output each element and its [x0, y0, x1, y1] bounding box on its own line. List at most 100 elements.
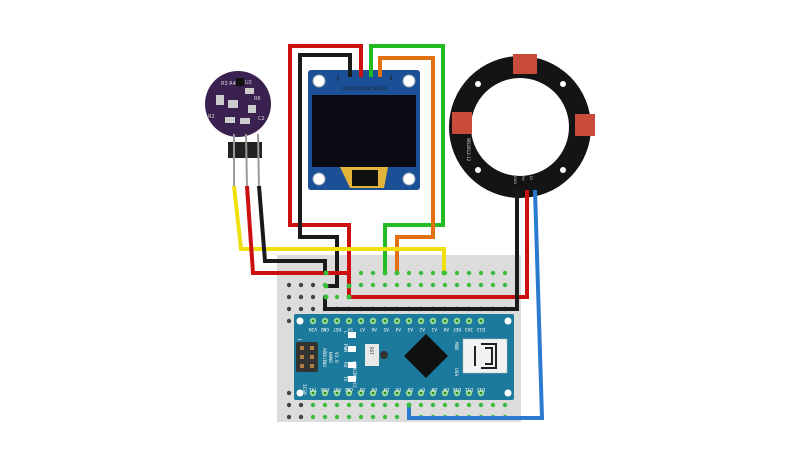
wire-ring-data[interactable]: [407, 189, 545, 420]
oled-display[interactable]: 1 4 GND VDD SCK SDA: [308, 70, 420, 190]
breadboard-hole[interactable]: [310, 282, 316, 288]
breadboard-hole[interactable]: [298, 294, 304, 300]
breadboard-hole[interactable]: [466, 282, 472, 288]
breadboard-hole[interactable]: [346, 402, 352, 408]
breadboard-hole[interactable]: [406, 270, 412, 276]
breadboard-hole[interactable]: [298, 402, 304, 408]
pin-hole: [347, 391, 351, 395]
pin-hole: [347, 319, 351, 323]
breadboard-hole[interactable]: [454, 402, 460, 408]
breadboard-hole[interactable]: [478, 282, 484, 288]
board-site-label: ARDUINO.CC: [351, 361, 357, 388]
breadboard-hole[interactable]: [394, 282, 400, 288]
breadboard-hole[interactable]: [310, 294, 316, 300]
wire-sensor-gnd[interactable]: [257, 185, 327, 273]
wire-sensor-vcc[interactable]: [245, 185, 349, 275]
breadboard-hole[interactable]: [286, 318, 292, 324]
nano-pin-label: RST: [333, 386, 341, 392]
pulse-sensor[interactable]: R3 R4 U2 R6 C2 R2: [205, 71, 271, 189]
breadboard-hole[interactable]: [454, 270, 460, 276]
breadboard-hole[interactable]: [382, 414, 388, 420]
breadboard-hole[interactable]: [310, 402, 316, 408]
breadboard-hole[interactable]: [418, 282, 424, 288]
breadboard-hole[interactable]: [430, 270, 436, 276]
breadboard-hole[interactable]: [430, 282, 436, 288]
breadboard-hole[interactable]: [490, 402, 496, 408]
breadboard-hole[interactable]: [334, 402, 340, 408]
breadboard-hole[interactable]: [370, 270, 376, 276]
sensor-label-r6: R6: [254, 96, 261, 102]
breadboard-hole[interactable]: [418, 402, 424, 408]
breadboard-hole[interactable]: [478, 270, 484, 276]
breadboard-hole[interactable]: [490, 270, 496, 276]
breadboard-hole[interactable]: [286, 282, 292, 288]
breadboard-hole[interactable]: [502, 402, 508, 408]
breadboard-hole[interactable]: [346, 414, 352, 420]
wire-oled-sda[interactable]: [378, 56, 435, 273]
breadboard-hole[interactable]: [286, 402, 292, 408]
breadboard-hole[interactable]: [358, 402, 364, 408]
breadboard-hole[interactable]: [502, 270, 508, 276]
breadboard-hole[interactable]: [454, 282, 460, 288]
breadboard-hole[interactable]: [406, 282, 412, 288]
oled-screen: [312, 95, 416, 167]
breadboard-hole[interactable]: [322, 414, 328, 420]
breadboard-hole[interactable]: [370, 402, 376, 408]
nano-pin-label: 3V3: [465, 326, 473, 332]
breadboard-hole[interactable]: [358, 282, 364, 288]
breadboard-hole[interactable]: [358, 270, 364, 276]
pin-hole: [431, 391, 435, 395]
breadboard-hole[interactable]: [298, 306, 304, 312]
breadboard-hole[interactable]: [442, 282, 448, 288]
breadboard-hole[interactable]: [334, 294, 340, 300]
breadboard-hole[interactable]: [382, 282, 388, 288]
nano-pin-label: GND: [321, 326, 329, 332]
nano-pin-label: REF: [453, 326, 461, 332]
breadboard-hole[interactable]: [442, 402, 448, 408]
breadboard-hole[interactable]: [490, 282, 496, 288]
breadboard-hole[interactable]: [466, 270, 472, 276]
breadboard-hole[interactable]: [310, 306, 316, 312]
breadboard-hole[interactable]: [286, 414, 292, 420]
breadboard-hole[interactable]: [370, 282, 376, 288]
breadboard-hole[interactable]: [286, 306, 292, 312]
wire-endpoint: [346, 294, 352, 300]
wire-sensor-signal[interactable]: [232, 185, 446, 273]
reset-button[interactable]: RST: [365, 344, 388, 366]
neopixel-ring[interactable]: WS2812-12 GND 5V DI: [449, 54, 595, 198]
pin-hole: [371, 319, 375, 323]
pin-hole: [323, 319, 327, 323]
microcontroller-chip: [404, 334, 448, 378]
breadboard-hole[interactable]: [502, 282, 508, 288]
wire-oled-sck[interactable]: [369, 44, 445, 273]
breadboard-hole[interactable]: [358, 414, 364, 420]
nano-pin-label: A5: [383, 326, 389, 332]
wire-ring-gnd[interactable]: [323, 190, 519, 311]
breadboard-hole[interactable]: [334, 414, 340, 420]
breadboard-hole[interactable]: [286, 294, 292, 300]
pin-hole: [419, 391, 423, 395]
usb-label-usa: USA: [453, 368, 459, 376]
breadboard-hole[interactable]: [298, 414, 304, 420]
breadboard-hole[interactable]: [478, 402, 484, 408]
breadboard-hole[interactable]: [298, 282, 304, 288]
breadboard-hole[interactable]: [430, 402, 436, 408]
breadboard-hole[interactable]: [394, 402, 400, 408]
breadboard-hole[interactable]: [418, 270, 424, 276]
breadboard-hole[interactable]: [322, 402, 328, 408]
wire-endpoint: [346, 283, 352, 289]
wire-oled-vdd[interactable]: [288, 44, 529, 299]
breadboard-hole[interactable]: [286, 390, 292, 396]
wire-oled-gnd[interactable]: [298, 53, 352, 288]
nano-pin-label: D9: [443, 386, 449, 392]
usb-port[interactable]: [462, 338, 508, 374]
breadboard-hole[interactable]: [310, 414, 316, 420]
breadboard-hole[interactable]: [466, 402, 472, 408]
pin-hole: [467, 391, 471, 395]
breadboard-hole[interactable]: [370, 414, 376, 420]
breadboard-hole[interactable]: [394, 414, 400, 420]
breadboard-hole[interactable]: [382, 402, 388, 408]
